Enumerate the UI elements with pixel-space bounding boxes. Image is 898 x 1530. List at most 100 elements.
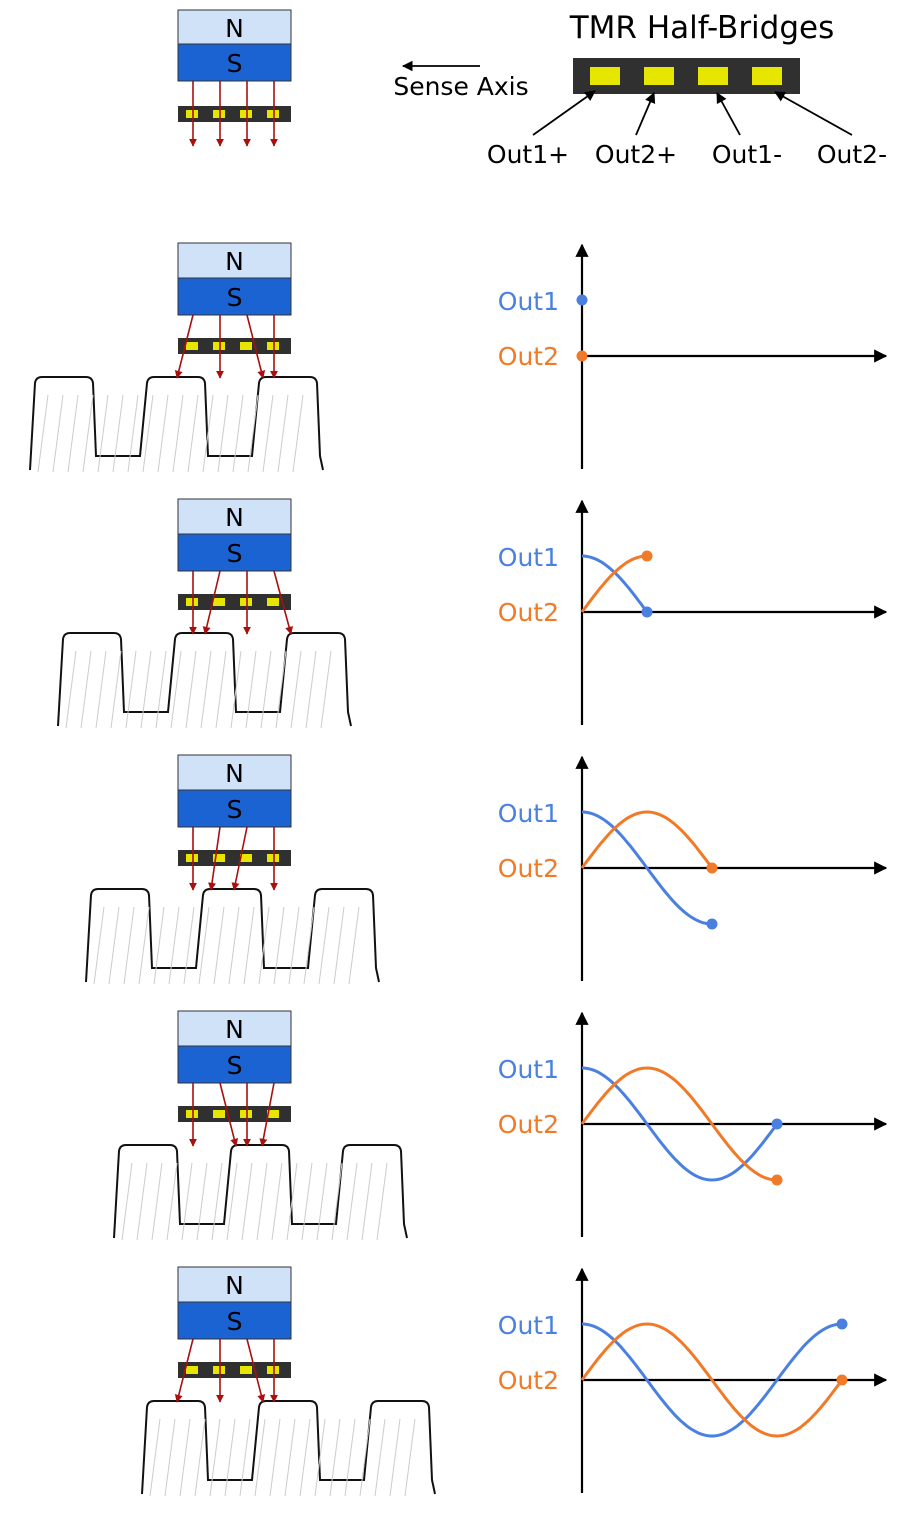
tmr-element	[186, 110, 198, 118]
gear-hatch	[241, 1162, 253, 1241]
series-out2	[580, 1322, 844, 1438]
leader-out2-plus	[635, 92, 656, 136]
gear-hatch	[110, 650, 122, 729]
gear-hatch	[185, 650, 197, 729]
gear-hatch	[269, 1418, 281, 1497]
pin-label-out2-plus: Out2+	[595, 140, 677, 169]
gear-hatch	[331, 1162, 343, 1241]
marker-out1	[771, 1118, 783, 1130]
gear-hatch	[301, 1162, 313, 1241]
gear-outline	[29, 376, 324, 471]
gear-hatch	[112, 394, 124, 473]
flux-arrow	[273, 570, 293, 635]
gear-hatch	[164, 1418, 176, 1497]
gear-hatch	[329, 1418, 341, 1497]
title: TMR Half-Bridges	[569, 10, 835, 46]
flux-arrow	[174, 314, 194, 379]
tmr-element	[213, 1366, 225, 1374]
gear-hatch	[361, 1162, 373, 1241]
gear-hatch	[243, 906, 255, 985]
gear-hatch	[316, 1162, 328, 1241]
gear-hatch	[232, 394, 244, 473]
sense-axis-label: Sense Axis	[393, 72, 528, 101]
gear-hatch	[348, 906, 360, 985]
leader-out2-minus	[774, 91, 853, 136]
gear-hatch	[198, 906, 210, 985]
gear-hatch	[67, 394, 79, 473]
tmr-element	[240, 598, 252, 606]
magnet-south-pole	[177, 277, 292, 316]
flux-arrow	[231, 826, 248, 891]
magnet-north-pole	[177, 242, 292, 279]
flux-arrows-top	[189, 81, 278, 147]
marker-out1	[576, 294, 588, 306]
gear-hatch	[179, 1418, 191, 1497]
gear-hatch	[292, 394, 304, 473]
gear-hatch	[95, 650, 107, 729]
gear-hatch	[215, 650, 227, 729]
gear-hatch	[230, 650, 242, 729]
gear-hatch	[211, 1162, 223, 1241]
chip-body	[178, 1362, 291, 1378]
gear-hatch	[181, 1162, 193, 1241]
tmr-element	[186, 1110, 198, 1118]
tmr-element	[213, 1110, 225, 1118]
gear-hatch	[262, 394, 274, 473]
magnet-north-pole	[177, 9, 292, 45]
gear	[85, 888, 380, 985]
north-label: N	[225, 14, 244, 43]
gear-hatch	[140, 650, 152, 729]
south-label: S	[227, 1307, 243, 1336]
series-out2	[580, 1066, 778, 1182]
flux-arrow	[259, 1082, 275, 1147]
south-label: S	[227, 539, 243, 568]
sensor-chip-top	[178, 106, 291, 122]
north-label: N	[225, 1271, 244, 1300]
south-label: S	[227, 1051, 243, 1080]
gear-hatch	[284, 1418, 296, 1497]
gear-hatch	[138, 906, 150, 985]
series-out2	[580, 810, 714, 869]
tmr-element	[267, 342, 279, 350]
gear-hatch	[125, 650, 137, 729]
marker-out1	[706, 918, 718, 930]
label-out2: Out2	[498, 342, 559, 371]
chip-body	[178, 850, 291, 866]
half-bridge-out2-plus	[644, 67, 674, 85]
gear-hatch	[320, 650, 332, 729]
magnet-south-pole	[177, 533, 292, 572]
label-out1: Out1	[498, 543, 559, 572]
gear-hatch	[136, 1162, 148, 1241]
tmr-element	[267, 1366, 279, 1374]
series-out1	[581, 1322, 843, 1438]
north-label: N	[225, 503, 244, 532]
gear-hatch	[151, 1162, 163, 1241]
gear-hatch	[217, 394, 229, 473]
magnet-south-pole	[177, 1301, 292, 1340]
gear-hatch	[290, 650, 302, 729]
gear-hatch	[303, 906, 315, 985]
gear-hatch	[209, 1418, 221, 1497]
gear-hatch	[288, 906, 300, 985]
magnet-south-pole	[177, 43, 292, 82]
marker-out2	[706, 862, 718, 874]
gear-hatch	[123, 906, 135, 985]
gear-hatch	[213, 906, 225, 985]
tmr-element	[267, 854, 279, 862]
gear	[57, 632, 352, 729]
gear-hatch	[273, 906, 285, 985]
marker-out1	[641, 606, 653, 618]
south-label: S	[227, 283, 243, 312]
gear-hatch	[224, 1418, 236, 1497]
gear-hatch	[305, 650, 317, 729]
flux-arrow	[202, 570, 221, 635]
gear-hatch	[346, 1162, 358, 1241]
gear-hatch	[202, 394, 214, 473]
